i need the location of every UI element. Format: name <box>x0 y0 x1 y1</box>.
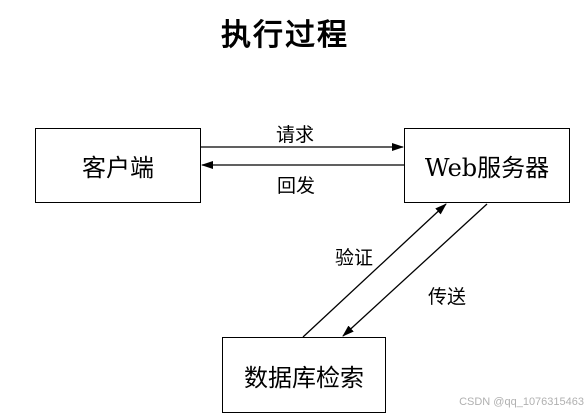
web-server-node-label: Web服务器 <box>424 154 550 182</box>
verify-label: 验证 <box>335 247 374 269</box>
web-server-node: Web服务器 <box>404 128 570 203</box>
database-node: 数据库检索 <box>222 337 386 413</box>
diagram-title: 执行过程 <box>221 18 349 53</box>
transmit-label: 传送 <box>428 286 467 308</box>
client-node-label: 客户端 <box>82 154 154 182</box>
client-node: 客户端 <box>35 128 201 203</box>
arrow-transmit <box>342 203 488 337</box>
watermark: CSDN @qq_1076315463 <box>459 396 584 408</box>
database-node-label: 数据库检索 <box>244 363 364 392</box>
reply-label: 回发 <box>277 175 316 197</box>
arrow-verify <box>302 203 447 338</box>
request-label: 请求 <box>276 124 315 146</box>
